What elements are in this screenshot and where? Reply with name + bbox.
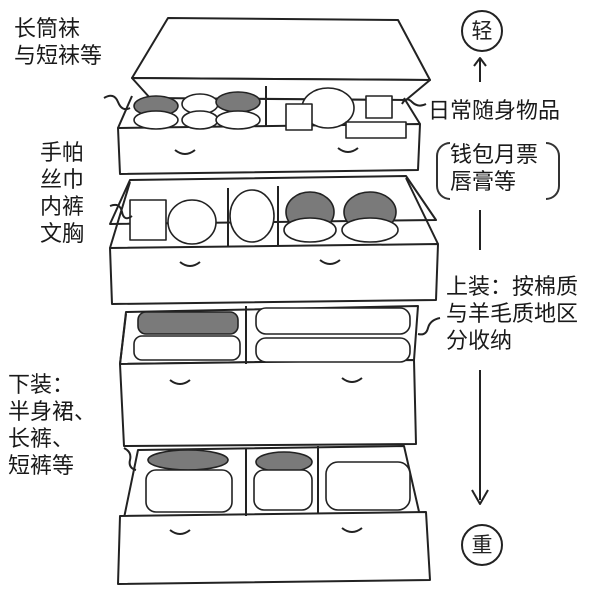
label-underwear: 手帕 丝巾 内裤 文胸	[40, 140, 84, 248]
drawer-2-contents	[129, 189, 399, 245]
label-bottoms-line3: 长裤、	[8, 427, 75, 452]
label-socks: 长筒袜 与短袜等	[14, 16, 102, 70]
label-daily-items: 日常随身物品	[428, 99, 561, 124]
leader-mid-left	[109, 203, 133, 220]
label-underwear-line1: 手帕	[40, 141, 85, 166]
drawer-3-contents	[133, 307, 411, 363]
note-bracket-right	[546, 142, 560, 200]
label-bottoms-line2: 半身裙、	[8, 400, 97, 425]
heavy-label: 重	[471, 533, 493, 557]
label-underwear-line4: 文胸	[40, 222, 85, 247]
label-note-line1: 钱包月票	[450, 143, 539, 168]
drawer-4-contents	[145, 449, 411, 513]
label-tops: 上装：按棉质 与羊毛质地区 分收纳	[446, 274, 578, 355]
label-daily-items-note: 钱包月票 唇膏等	[450, 142, 538, 196]
label-underwear-line3: 内裤	[40, 195, 85, 220]
drawer-1-contents	[133, 87, 407, 139]
leader-top-left	[103, 94, 131, 111]
label-socks-line2: 与短袜等	[14, 44, 103, 69]
label-note-line2: 唇膏等	[450, 170, 517, 195]
label-tops-line1: 上装：按棉质	[446, 275, 579, 300]
label-underwear-line2: 丝巾	[40, 168, 85, 193]
leader-top-right	[401, 98, 427, 107]
leader-mid-right	[417, 317, 441, 336]
light-marker: 轻	[461, 10, 503, 52]
drawer-1	[117, 17, 431, 175]
leader-bottom-left	[123, 447, 137, 471]
label-tops-line2: 与羊毛质地区	[446, 302, 579, 327]
heavy-marker: 重	[461, 524, 503, 566]
label-bottoms-line1: 下装：	[8, 373, 75, 398]
label-tops-line3: 分收纳	[446, 329, 513, 354]
light-label: 轻	[471, 19, 493, 43]
label-bottoms-line4: 短裤等	[8, 454, 75, 479]
label-socks-line1: 长筒袜	[14, 17, 81, 42]
label-bottoms: 下装： 半身裙、 长裤、 短裤等	[8, 372, 96, 480]
note-bracket-left	[436, 142, 450, 200]
